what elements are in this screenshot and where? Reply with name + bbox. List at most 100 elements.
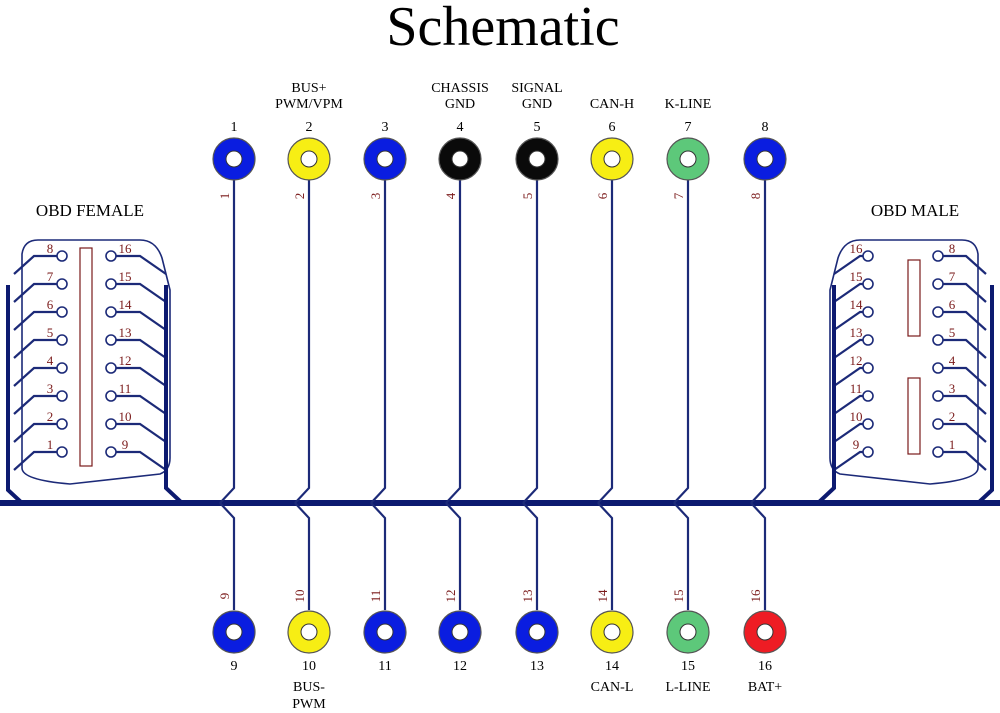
female-harness-wire — [13, 254, 57, 275]
female-pin-number: 12 — [119, 353, 132, 368]
male-pin-left — [862, 390, 874, 402]
female-harness-wire — [13, 394, 57, 415]
top-terminal-wire — [294, 180, 311, 504]
top-terminal-pin-number: 4 — [457, 120, 464, 135]
male-pin-left — [862, 418, 874, 430]
top-terminal-wire — [673, 180, 690, 504]
obd-female-label: OBD FEMALE — [36, 201, 144, 220]
female-pin-number: 11 — [119, 381, 132, 396]
female-pin-number: 15 — [119, 269, 132, 284]
top-terminal-wire — [445, 180, 462, 504]
terminal-hole — [528, 623, 546, 641]
male-pin-number: 12 — [850, 353, 863, 368]
male-harness-wire — [833, 338, 863, 359]
female-pin-number: 3 — [47, 381, 54, 396]
top-terminal-label: SIGNAL — [511, 81, 562, 96]
female-harness-wire — [13, 422, 57, 443]
bottom-terminal-wire — [370, 502, 387, 610]
top-terminal-8[interactable]: 88 — [743, 120, 787, 504]
male-pin-right — [932, 362, 944, 374]
female-harness-wire — [116, 366, 167, 387]
female-harness-wire — [116, 282, 167, 303]
top-terminal-label: BUS+ — [291, 81, 326, 96]
male-pin-left — [862, 362, 874, 374]
male-harness-wire — [943, 338, 987, 359]
terminal-hole — [300, 150, 318, 168]
terminal-hole — [225, 623, 243, 641]
female-harness-wire — [116, 254, 167, 275]
obd-male-insulator-lower — [907, 377, 921, 455]
terminal-hole — [603, 623, 621, 641]
male-harness-wire — [833, 310, 863, 331]
terminal-hole — [528, 150, 546, 168]
male-harness-wire — [943, 254, 987, 275]
top-terminal-3[interactable]: 33 — [363, 120, 407, 504]
bottom-terminal-pin-number: 10 — [302, 659, 316, 674]
female-pin-number: 16 — [119, 241, 133, 256]
bottom-terminal-label: PWM — [292, 697, 326, 712]
top-terminal-label: GND — [522, 97, 552, 112]
female-inner-bundle — [164, 285, 184, 505]
male-pin-number: 7 — [949, 269, 956, 284]
female-pin-left — [56, 446, 68, 458]
wire-number: 11 — [368, 590, 383, 603]
wire-number: 3 — [368, 193, 383, 200]
wire-number: 13 — [520, 590, 535, 603]
top-terminal-pin-number: 7 — [685, 120, 692, 135]
top-terminal-6[interactable]: CAN-H66 — [590, 97, 634, 504]
female-harness-wire — [116, 338, 167, 359]
female-pin-number: 9 — [122, 437, 129, 452]
male-pin-number: 14 — [850, 297, 864, 312]
male-harness-wire — [943, 282, 987, 303]
female-harness-wire — [13, 338, 57, 359]
bottom-terminal-pin-number: 11 — [378, 659, 391, 674]
bottom-terminal-pin-number: 14 — [605, 659, 619, 674]
male-harness-wire — [833, 366, 863, 387]
obd-female-shell — [21, 239, 171, 485]
top-terminal-label: K-LINE — [665, 97, 712, 112]
male-pin-number: 4 — [949, 353, 956, 368]
male-pin-left — [862, 306, 874, 318]
male-harness-wire — [943, 450, 987, 471]
male-pin-number: 6 — [949, 297, 956, 312]
obd-male-insulator-upper — [907, 259, 921, 337]
female-harness-wire — [116, 422, 167, 443]
female-pin-right — [105, 418, 117, 430]
male-pin-right — [932, 334, 944, 346]
female-pin-number: 2 — [47, 409, 54, 424]
female-pin-right — [105, 250, 117, 262]
female-pin-number: 7 — [47, 269, 54, 284]
bottom-terminal-9[interactable]: 99 — [212, 502, 256, 674]
female-pin-left — [56, 362, 68, 374]
wire-number: 5 — [520, 193, 535, 200]
male-harness-wire — [943, 422, 987, 443]
male-pin-left — [862, 334, 874, 346]
wire-number: 1 — [217, 193, 232, 200]
top-terminal-label: CAN-H — [590, 97, 634, 112]
female-pin-number: 6 — [47, 297, 54, 312]
female-pin-right — [105, 334, 117, 346]
top-terminal-label: GND — [445, 97, 475, 112]
bottom-terminal-label: BAT+ — [748, 680, 782, 695]
male-pin-number: 5 — [949, 325, 956, 340]
top-terminal-1[interactable]: 11 — [212, 120, 256, 504]
bottom-terminal-label: CAN-L — [591, 680, 634, 695]
male-harness-wire — [833, 394, 863, 415]
terminal-hole — [376, 623, 394, 641]
bottom-terminal-11[interactable]: 11 11 — [363, 502, 407, 674]
top-terminal-wire — [522, 180, 539, 504]
top-terminal-pin-number: 3 — [382, 120, 389, 135]
top-terminal-wire — [219, 180, 236, 504]
